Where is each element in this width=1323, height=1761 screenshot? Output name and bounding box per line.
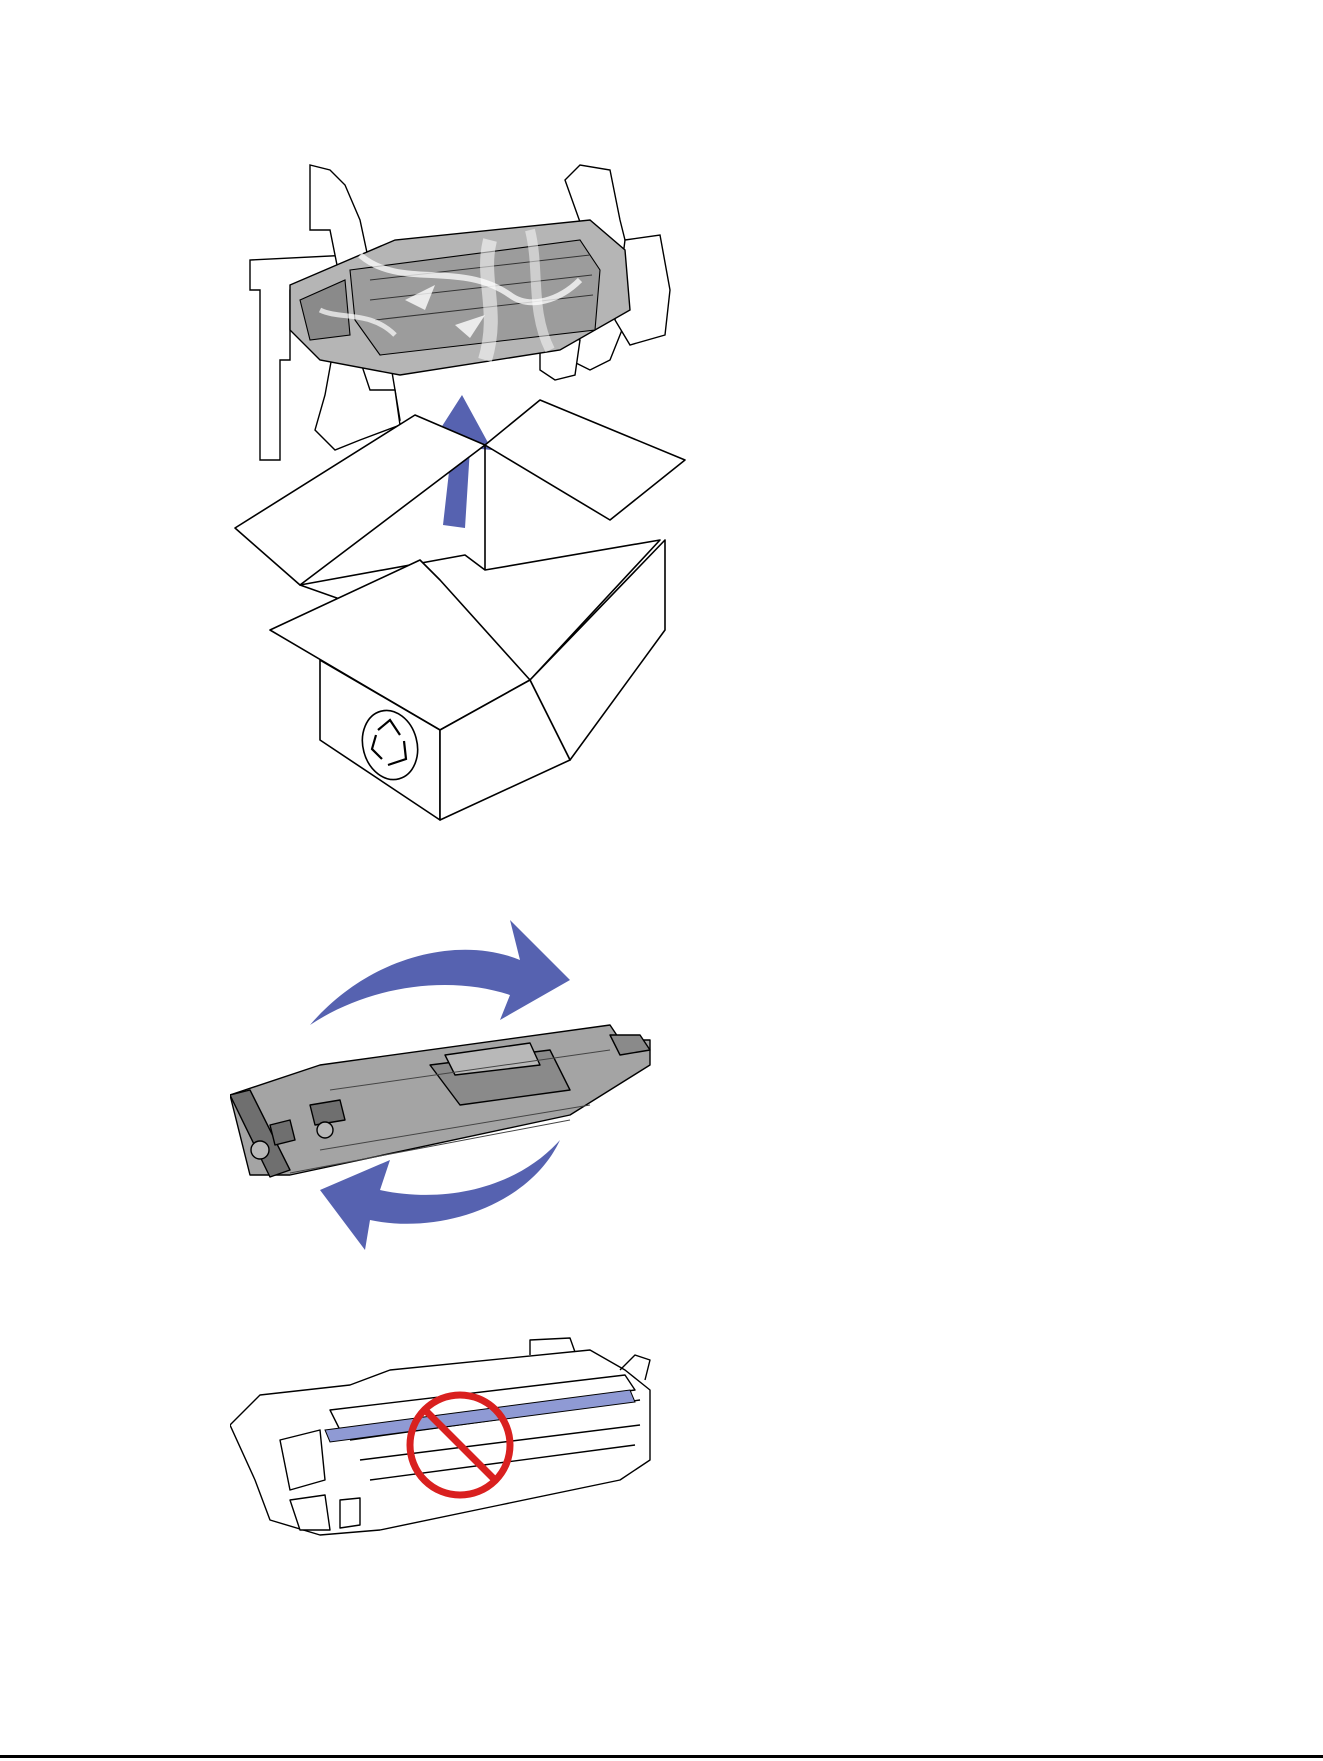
toner-cartridge-underside (230, 1338, 650, 1535)
toner-cartridge (230, 1025, 650, 1177)
figure-unpack-cartridge (230, 160, 750, 830)
shipping-box (235, 400, 685, 820)
rotate-arrow-top-icon (310, 920, 570, 1025)
footer-rule (0, 1755, 1323, 1758)
figure-do-not-touch-drum (230, 1330, 750, 1590)
figure-rotate-cartridge (230, 915, 750, 1285)
